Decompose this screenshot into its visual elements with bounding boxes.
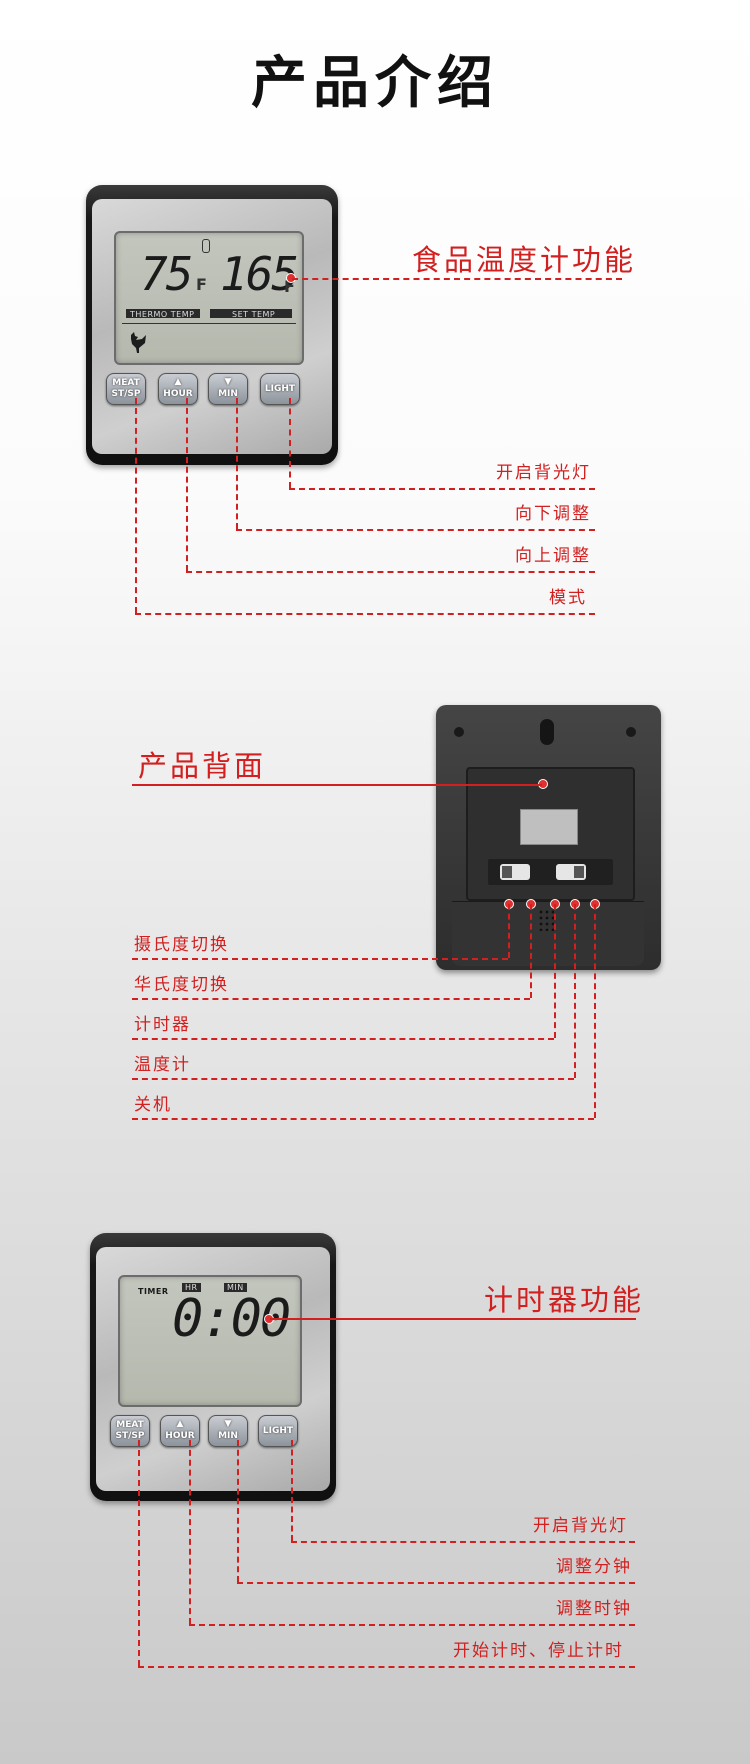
callout-timer-backlight: 开启背光灯 xyxy=(533,1516,628,1536)
up-leader-v xyxy=(186,398,188,571)
timer-meat-stsp-button[interactable]: MEAT ST/SP xyxy=(110,1415,150,1447)
kickstand xyxy=(466,767,635,901)
callout-fahrenheit: 华氏度切换 xyxy=(134,975,229,995)
thermometer-leader-v xyxy=(574,904,576,1078)
meat-stsp-button[interactable]: MEAT ST/SP xyxy=(106,373,146,405)
t-hour-leader-h xyxy=(189,1624,635,1626)
current-temp-unit: F xyxy=(196,275,207,294)
mode-switch[interactable] xyxy=(556,864,586,880)
mode-leader-v xyxy=(135,398,137,613)
callout-backlight: 开启背光灯 xyxy=(496,463,591,483)
lcd-caption-strip-left xyxy=(126,309,200,318)
temp-feature-label: 食品温度计功能 xyxy=(412,243,637,277)
thermometer-front-device: 75 F 165 F THERMO TEMP SET TEMP MEAT ST/… xyxy=(86,185,338,465)
fahrenheit-leader-v xyxy=(530,904,532,998)
t-light-leader-h xyxy=(291,1541,635,1543)
min-down-button[interactable]: ▼ MIN xyxy=(208,373,248,405)
min-label: MIN xyxy=(224,1283,247,1292)
t-light-leader-v xyxy=(291,1440,293,1541)
fahrenheit-leader-h xyxy=(132,998,530,1000)
timer-leader-h xyxy=(132,1038,554,1040)
temp-feature-leader xyxy=(292,278,622,280)
callout-adjust-minute: 调整分钟 xyxy=(556,1557,632,1577)
lcd-screen: 75 F 165 F THERMO TEMP SET TEMP xyxy=(114,231,304,365)
temp-unit-switch[interactable] xyxy=(500,864,530,880)
hr-label: HR xyxy=(182,1283,201,1292)
t-min-leader-h xyxy=(237,1582,635,1584)
light-button[interactable]: LIGHT xyxy=(260,373,300,405)
device-faceplate: 75 F 165 F THERMO TEMP SET TEMP MEAT ST/… xyxy=(92,199,332,454)
t-min-leader-v xyxy=(237,1440,239,1582)
set-temp-unit: F xyxy=(284,277,295,296)
timer-hour-up-button[interactable]: ▲ HOUR xyxy=(160,1415,200,1447)
celsius-leader-h xyxy=(132,958,508,960)
down-leader-h xyxy=(236,529,595,531)
light-leader-h xyxy=(289,488,595,490)
thermo-temp-caption: THERMO TEMP xyxy=(130,310,195,319)
callout-mode: 模式 xyxy=(549,588,587,608)
t-start-leader-h xyxy=(138,1666,635,1668)
timer-mode-label: TIMER xyxy=(138,1287,169,1296)
timer-feature-leader xyxy=(270,1318,636,1320)
thermometer-icon xyxy=(202,239,210,253)
screw-hole-left xyxy=(454,727,464,737)
screw-hole-right xyxy=(626,727,636,737)
label-sticker xyxy=(520,809,578,845)
callout-adjust-up: 向上调整 xyxy=(515,546,591,566)
light-leader-v xyxy=(289,398,291,488)
timer-faceplate: TIMER HR MIN 0:00 MEAT ST/SP ▲ HOUR ▼ MI… xyxy=(96,1247,330,1491)
down-leader-v xyxy=(236,398,238,529)
rooster-icon xyxy=(131,332,146,353)
speaker-holes xyxy=(538,909,554,931)
callout-celsius: 摄氏度切换 xyxy=(134,935,229,955)
t-start-leader-v xyxy=(138,1440,140,1666)
thermometer-leader-h xyxy=(132,1078,574,1080)
page-title: 产品介绍 xyxy=(251,51,499,116)
callout-power-off: 关机 xyxy=(134,1095,172,1115)
current-temp-readout: 75 xyxy=(140,247,193,301)
set-temp-readout: 165 xyxy=(220,247,299,301)
lcd-divider xyxy=(122,323,296,324)
switch-slot xyxy=(488,859,613,885)
callout-start-stop: 开始计时、停止计时 xyxy=(453,1641,624,1661)
back-feature-label: 产品背面 xyxy=(138,749,267,783)
timer-front-device: TIMER HR MIN 0:00 MEAT ST/SP ▲ HOUR ▼ MI… xyxy=(90,1233,336,1501)
mode-leader-h xyxy=(135,613,595,615)
timer-min-down-button[interactable]: ▼ MIN xyxy=(208,1415,248,1447)
power-off-leader-h xyxy=(132,1118,594,1120)
timer-leader-v xyxy=(554,904,556,1038)
timer-lcd-screen: TIMER HR MIN 0:00 xyxy=(118,1275,302,1407)
set-temp-caption: SET TEMP xyxy=(232,310,276,319)
back-feature-leader xyxy=(132,784,542,786)
t-hour-leader-v xyxy=(189,1440,191,1624)
hour-up-button[interactable]: ▲ HOUR xyxy=(158,373,198,405)
callout-adjust-down: 向下调整 xyxy=(515,504,591,524)
thermometer-back-device xyxy=(436,705,661,970)
celsius-leader-v xyxy=(508,904,510,958)
callout-thermometer: 温度计 xyxy=(134,1055,191,1075)
lcd-caption-strip-right xyxy=(210,309,292,318)
up-leader-h xyxy=(186,571,595,573)
power-off-leader-v xyxy=(594,904,596,1118)
timer-feature-label: 计时器功能 xyxy=(484,1283,645,1317)
hanging-hole xyxy=(540,719,554,745)
callout-timer: 计时器 xyxy=(134,1015,191,1035)
callout-adjust-hour: 调整时钟 xyxy=(556,1599,632,1619)
